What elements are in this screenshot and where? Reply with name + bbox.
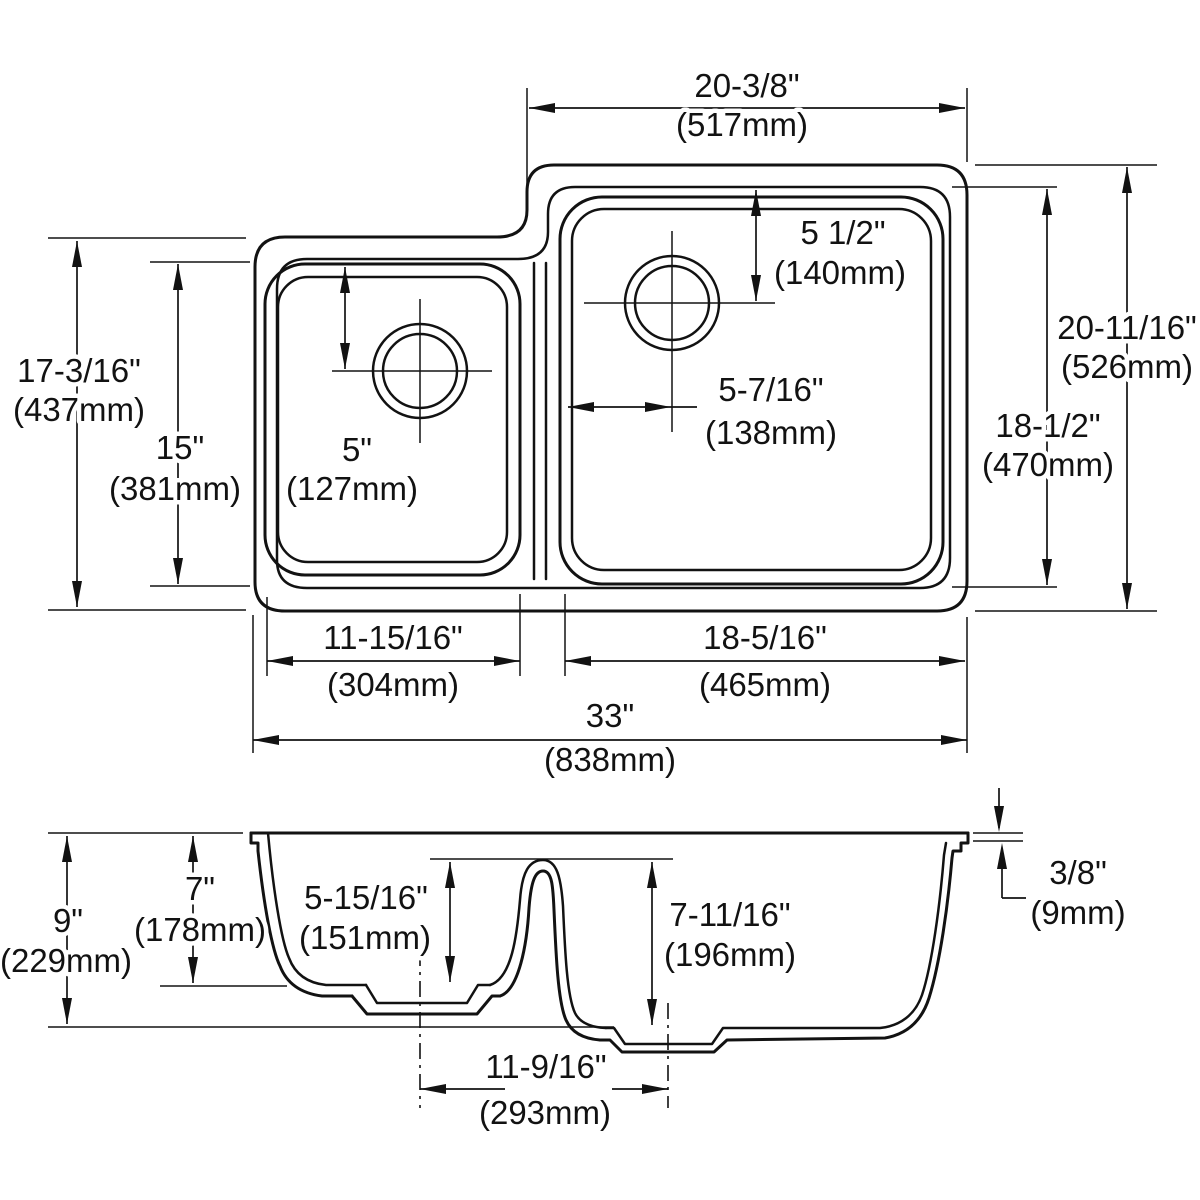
- dim-large-bowl-depth: 7-11/16" (196mm): [647, 862, 801, 1025]
- plan-extension-lines: [48, 88, 1157, 753]
- dim-overall-height-left-mm: (437mm): [13, 391, 145, 428]
- dim-small-bowl-depth: 7" (178mm): [129, 836, 271, 983]
- dim-large-bowl-width: 18-5/16" (465mm): [565, 615, 965, 708]
- dim-small-bowl-drain-offset-in: 5": [342, 431, 372, 468]
- dim-overall-height-left-in: 17-3/16": [17, 352, 141, 389]
- dim-rim-thickness-in: 3/8": [1049, 854, 1107, 891]
- dim-small-bowl-width: 11-15/16" (304mm): [267, 615, 520, 708]
- dim-drain-spacing: 11-9/16" (293mm): [420, 1044, 668, 1136]
- dim-overall-depth-in: 9": [53, 902, 83, 939]
- dim-overall-depth-mm: (229mm): [0, 942, 132, 979]
- dim-top-width: 20-3/8" (517mm): [529, 63, 965, 148]
- dim-large-bowl-depth-in: 7-11/16": [669, 896, 790, 933]
- dim-right-outer-height-mm: (526mm): [1061, 348, 1193, 385]
- dim-overall-height-left: 17-3/16" (437mm): [8, 241, 150, 607]
- dim-small-bowl-width-in: 11-15/16": [323, 619, 463, 656]
- dim-large-bowl-depth-mm: (196mm): [664, 936, 796, 973]
- dim-drain-spacing-in: 11-9/16": [485, 1048, 606, 1085]
- dim-overall-width: 33" (838mm): [253, 693, 967, 783]
- dim-top-width-mm: (517mm): [676, 106, 808, 143]
- dim-rim-thickness: 3/8" (9mm): [994, 788, 1130, 936]
- dim-right-drain-top-offset-mm: (140mm): [774, 254, 906, 291]
- dim-small-bowl-depth-in: 7": [185, 870, 215, 907]
- dim-right-drain-side-offset-mm: (138mm): [705, 414, 837, 451]
- dim-large-bowl-width-mm: (465mm): [699, 666, 831, 703]
- section-view: 9" (229mm) 7" (178mm) 5-15/16" (151mm) 7…: [0, 788, 1130, 1136]
- small-bowl-drain-recess: [364, 983, 492, 1005]
- dim-left-opening-height-mm: (381mm): [109, 470, 241, 507]
- dim-rim-thickness-mm: (9mm): [1030, 894, 1125, 931]
- dim-top-width-in: 20-3/8": [694, 67, 799, 104]
- large-bowl-outline: [558, 195, 945, 586]
- small-bowl-outline: [263, 262, 522, 577]
- dim-overall-width-mm: (838mm): [544, 741, 676, 778]
- dim-overall-depth: 9" (229mm): [0, 836, 137, 1024]
- dim-right-opening-height-mm: (470mm): [982, 446, 1114, 483]
- dim-right-opening-height: 18-1/2" (470mm): [977, 189, 1119, 585]
- sink-outline-plan: [253, 163, 969, 613]
- dim-left-opening-height-in: 15": [156, 429, 204, 466]
- large-bowl-drain: [584, 231, 775, 432]
- divider-section: [488, 858, 608, 1030]
- dim-right-outer-height-in: 20-11/16": [1057, 309, 1197, 346]
- dim-small-bowl-drain-offset: 5" (127mm): [281, 267, 423, 512]
- dim-right-drain-side-offset: 5-7/16" (138mm): [568, 367, 842, 456]
- dim-left-opening-height: 15" (381mm): [104, 264, 246, 584]
- dim-right-opening-height-in: 18-1/2": [995, 407, 1100, 444]
- section-extension-lines: [48, 832, 1023, 1028]
- dim-divider-depth-in: 5-15/16": [304, 879, 428, 916]
- plan-view: 20-3/8" (517mm) 17-3/16" (437mm) 15" (38…: [8, 63, 1200, 783]
- dim-divider-depth: 5-15/16" (151mm): [294, 862, 455, 982]
- large-bowl-drain-recess: [604, 841, 948, 1046]
- dim-overall-width-in: 33": [586, 697, 634, 734]
- dim-right-drain-top-offset: 5 1/2" (140mm): [751, 190, 911, 301]
- small-bowl-drain: [332, 299, 492, 443]
- dim-right-drain-side-offset-in: 5-7/16": [718, 371, 823, 408]
- dim-divider-depth-mm: (151mm): [299, 919, 431, 956]
- drain-centerlines: [419, 950, 669, 1108]
- dim-large-bowl-width-in: 18-5/16": [703, 619, 827, 656]
- dim-right-outer-height: 20-11/16" (526mm): [1053, 167, 1200, 609]
- dim-small-bowl-width-mm: (304mm): [327, 666, 459, 703]
- dim-small-bowl-depth-mm: (178mm): [134, 911, 266, 948]
- sink-outline-section: [249, 831, 970, 1054]
- dim-right-drain-top-offset-in: 5 1/2": [800, 214, 885, 251]
- dim-drain-spacing-mm: (293mm): [479, 1094, 611, 1131]
- dim-small-bowl-drain-offset-mm: (127mm): [286, 470, 418, 507]
